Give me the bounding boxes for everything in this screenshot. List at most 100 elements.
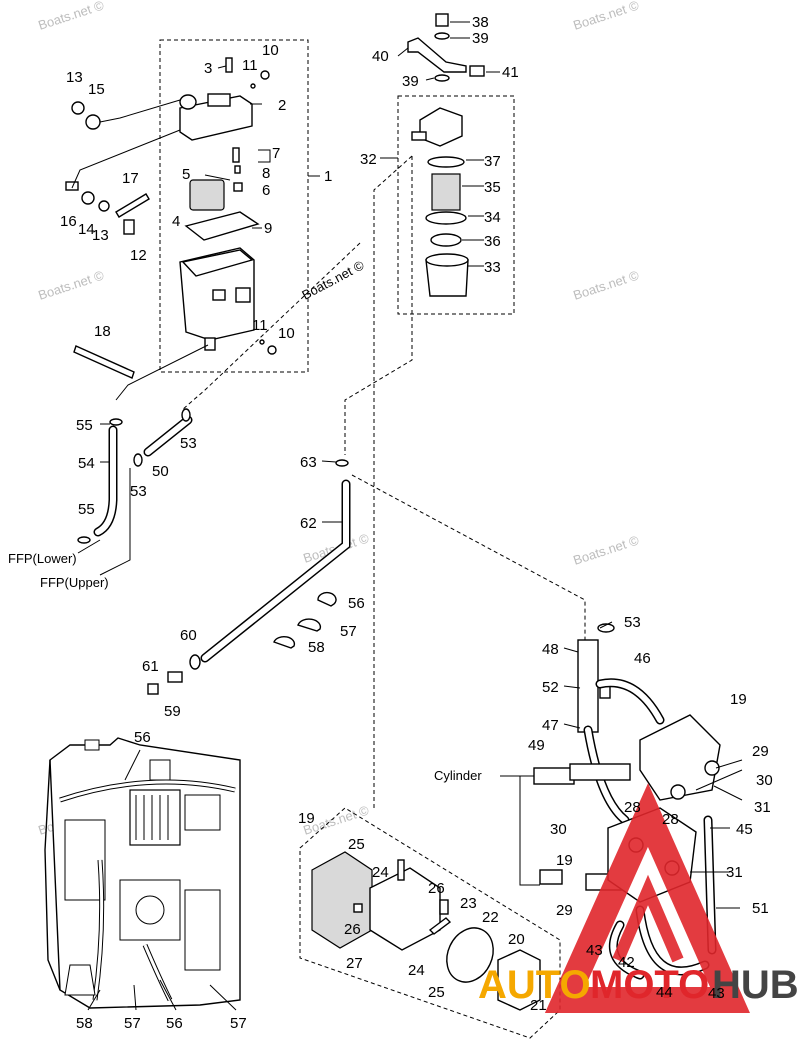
- hose-clip: [181, 408, 191, 422]
- part-number: 27: [346, 955, 363, 972]
- part-number: 26: [428, 880, 445, 897]
- hose-inner: [585, 727, 628, 823]
- grommet: [85, 114, 101, 130]
- leader-line: [133, 984, 137, 1011]
- part-number: 55: [76, 417, 93, 434]
- gasket: [184, 211, 260, 241]
- part-number: 29: [752, 743, 769, 760]
- vapor-separator-group-box: [159, 39, 309, 373]
- leader-line: [71, 129, 181, 189]
- needle-valve: [232, 147, 240, 163]
- pump-fitting: [704, 760, 720, 776]
- washer: [98, 200, 110, 212]
- part-number: 44: [656, 984, 673, 1001]
- bolt-head: [260, 70, 270, 80]
- part-number: 24: [408, 962, 425, 979]
- part-number: 46: [634, 650, 651, 667]
- fuel-filter-assembly: [407, 13, 485, 297]
- watermark: Boats.net ©: [571, 267, 641, 302]
- clamp: [317, 591, 337, 607]
- cover-fitting: [207, 93, 231, 107]
- bolt-head: [267, 345, 277, 355]
- hose-clip: [133, 453, 143, 467]
- hose-inner: [145, 417, 191, 455]
- filter-bracket: [407, 37, 467, 73]
- watermark: Boats.net ©: [571, 0, 641, 33]
- part-number: 59: [164, 703, 181, 720]
- part-number: 25: [348, 836, 365, 853]
- pump-cover: [311, 851, 373, 949]
- part-number: 56: [348, 595, 365, 612]
- diaphragm: [446, 927, 494, 983]
- part-number: 9: [264, 220, 272, 237]
- hose-inner: [95, 427, 116, 535]
- routing-line: [181, 242, 361, 411]
- strap: [115, 344, 209, 401]
- part-number: 30: [550, 821, 567, 838]
- washer: [434, 32, 450, 40]
- pin: [428, 917, 452, 935]
- part-number: 5: [182, 166, 190, 183]
- part-number: 32: [360, 151, 377, 168]
- logo-text-moto: MOTO: [590, 963, 709, 1007]
- leader-line: [99, 99, 181, 123]
- part-number: 23: [460, 895, 477, 912]
- part-number: 34: [484, 209, 501, 226]
- screw: [397, 859, 405, 881]
- part-number: 8: [262, 165, 270, 182]
- part-number: 53: [130, 483, 147, 500]
- part-number: 29: [556, 902, 573, 919]
- part-number: 49: [528, 737, 545, 754]
- filter-element: [431, 173, 461, 211]
- part-number: 61: [142, 658, 159, 675]
- leader-line: [159, 979, 177, 1011]
- hose-clip: [189, 654, 201, 670]
- logo-inner-mark: [612, 874, 684, 963]
- leader-line: [87, 989, 101, 1011]
- part-number: 26: [344, 921, 361, 938]
- part-number: 19: [298, 810, 315, 827]
- leader-line: [99, 468, 131, 576]
- hose-clip: [77, 536, 91, 544]
- part-number: 37: [484, 153, 501, 170]
- hose-clip: [597, 623, 615, 633]
- part-number: 38: [472, 14, 489, 31]
- hose-tube: [577, 639, 599, 733]
- plug: [147, 683, 159, 695]
- cylinder-pipe: [569, 763, 631, 781]
- washer: [259, 339, 265, 345]
- part-number: 57: [230, 1015, 247, 1032]
- part-number: 31: [726, 864, 743, 881]
- clamp: [297, 618, 322, 632]
- part-number: 36: [484, 233, 501, 250]
- part-number: 62: [300, 515, 317, 532]
- routing-line: [344, 156, 413, 455]
- hose-clip: [109, 418, 123, 426]
- watermark-dark: Boats.net ©: [299, 257, 367, 302]
- part-number: 40: [372, 48, 389, 65]
- fuel-hose: [200, 479, 351, 663]
- part-number-callouts: 1 2 3 4 5 6 7 8 9 10 11 10 11 12 13 13 1…: [60, 14, 773, 1032]
- part-number: 57: [340, 623, 357, 640]
- part-number: 15: [88, 81, 105, 98]
- float: [189, 179, 225, 211]
- long-hose: [147, 459, 351, 695]
- pump-base: [497, 949, 541, 1011]
- nut: [353, 903, 363, 913]
- part-number: 47: [542, 717, 559, 734]
- part-number: 24: [372, 864, 389, 881]
- part-number: 48: [542, 641, 559, 658]
- logo-text-auto: AUTO: [478, 963, 591, 1007]
- fuel-filter-group-box: [397, 95, 515, 315]
- routing-line: [373, 155, 413, 810]
- pump-fitting: [670, 784, 686, 800]
- separator-cover: [179, 95, 253, 141]
- seal-ring: [430, 233, 462, 247]
- part-number: 4: [172, 213, 180, 230]
- part-number: 17: [122, 170, 139, 187]
- part-number: 19: [730, 691, 747, 708]
- watermark: Boats.net ©: [36, 267, 106, 302]
- cable-tie: [73, 345, 135, 379]
- cylinder-pipe: [539, 869, 563, 885]
